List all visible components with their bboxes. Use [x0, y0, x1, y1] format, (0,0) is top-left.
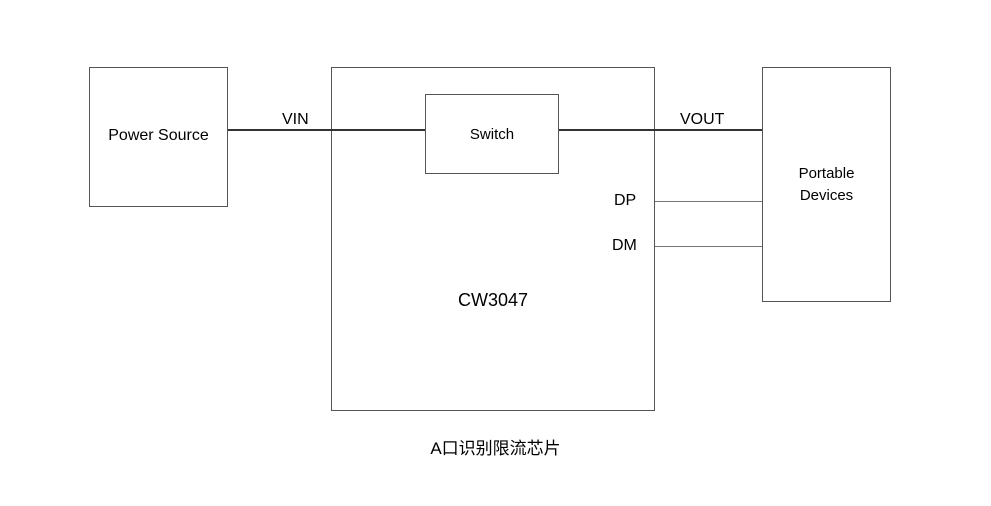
portable-devices-label-line1: Portable [798, 165, 855, 182]
dm-label: DM [612, 237, 637, 254]
switch-block: Switch [425, 94, 559, 174]
vin-wire [228, 129, 425, 131]
dp-wire [655, 201, 762, 202]
dp-label: DP [614, 192, 637, 209]
power-source-label: Power Source [108, 127, 209, 144]
power-source-block: Power Source [89, 67, 228, 207]
diagram-caption: A口识别限流芯片 [430, 439, 561, 458]
dm-wire [655, 246, 762, 247]
vin-label: VIN [282, 111, 309, 128]
chip-name-label: CW3047 [457, 290, 529, 310]
vout-label: VOUT [680, 111, 725, 128]
portable-devices-label-line2: Devices [799, 187, 854, 204]
vout-wire [559, 129, 762, 131]
switch-label: Switch [469, 126, 515, 143]
portable-devices-block: Portable Devices [762, 67, 891, 302]
